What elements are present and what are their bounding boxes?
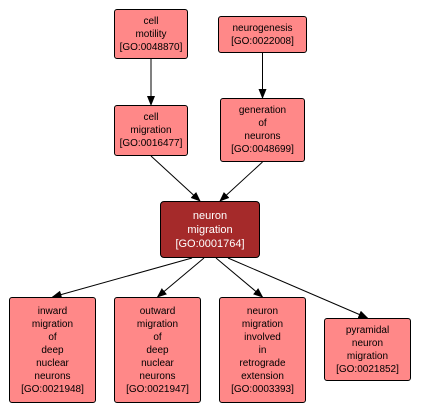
node-label-line: retrograde [239, 357, 286, 369]
node-label-line: migration [346, 350, 389, 362]
node-cell-migration[interactable]: cell migration [GO:0016477] [114, 105, 188, 156]
node-go-id: [GO:0021948] [21, 383, 84, 395]
node-go-id: [GO:0021947] [126, 383, 189, 395]
node-pyramidal-neuron-migration[interactable]: pyramidal neuron migration [GO:0021852] [324, 318, 411, 381]
node-label-line: motility [135, 28, 167, 40]
node-outward-migration[interactable]: outward migration of deep nuclear neuron… [114, 297, 201, 403]
edge-neuron-migration-to-inward-migration [51, 257, 193, 299]
node-label-line: extension [241, 370, 284, 382]
node-label-line: migration [136, 318, 179, 330]
node-label-line: neuron [351, 337, 384, 349]
node-go-id: [GO:0048870] [119, 41, 183, 53]
edge-cell-migration-to-neuron-migration [150, 155, 201, 202]
node-label-line: neuron [246, 305, 279, 317]
node-generation-of-neurons[interactable]: generation of neurons [GO:0048699] [220, 98, 305, 162]
node-label-line: neurons [244, 131, 281, 142]
edge-neuron-migration-to-retrograde-extension [215, 257, 264, 298]
node-label-line: cell [143, 112, 159, 123]
node-label-line: neurons [139, 370, 176, 382]
node-inward-migration[interactable]: inward migration of deep nuclear neurons… [9, 297, 96, 403]
node-label-line: generation [238, 105, 287, 116]
node-go-id: [GO:0016477] [119, 138, 183, 149]
node-label-line: migration [31, 318, 74, 330]
node-retrograde-extension[interactable]: neuron migration involved in retrograde … [219, 297, 306, 403]
node-label-line: deep [146, 344, 169, 356]
node-label-line: migration [241, 318, 284, 330]
node-go-id: [GO:0022008] [231, 35, 294, 47]
node-cell-motility[interactable]: cell motility [GO:0048870] [114, 9, 188, 59]
node-label-line: neuron [192, 209, 228, 222]
edge-neuron-migration-to-pyramidal-migration [227, 257, 369, 319]
node-label-line: nuclear [36, 357, 69, 369]
node-label-line: of [48, 331, 57, 343]
node-go-id: [GO:0021852] [336, 363, 399, 375]
node-label-line: of [153, 331, 162, 343]
node-neurogenesis[interactable]: neurogenesis [GO:0022008] [218, 16, 307, 53]
node-label-line: pyramidal [345, 324, 390, 336]
node-label-line: neurogenesis [232, 22, 293, 34]
edge-generation-of-neurons-to-neuron-migration [219, 161, 263, 202]
node-label-line: migration [187, 223, 233, 236]
node-go-id: [GO:0003393] [231, 383, 294, 395]
node-go-id: [GO:0001764] [175, 237, 245, 250]
node-label-line: in [258, 344, 267, 356]
node-label-line: inward [37, 305, 68, 317]
edge-neuron-migration-to-outward-migration [156, 257, 205, 298]
node-label-line: neurons [34, 370, 71, 382]
node-label-line: deep [41, 344, 64, 356]
node-label-line: outward [139, 305, 176, 317]
node-label-line: of [258, 118, 267, 129]
node-label-line: involved [244, 331, 281, 343]
node-label-line: nuclear [141, 357, 174, 369]
node-go-id: [GO:0048699] [231, 144, 294, 155]
node-label-line: migration [130, 125, 172, 136]
node-label-line: cell [143, 15, 159, 27]
node-neuron-migration[interactable]: neuron migration [GO:0001764] [160, 201, 260, 258]
